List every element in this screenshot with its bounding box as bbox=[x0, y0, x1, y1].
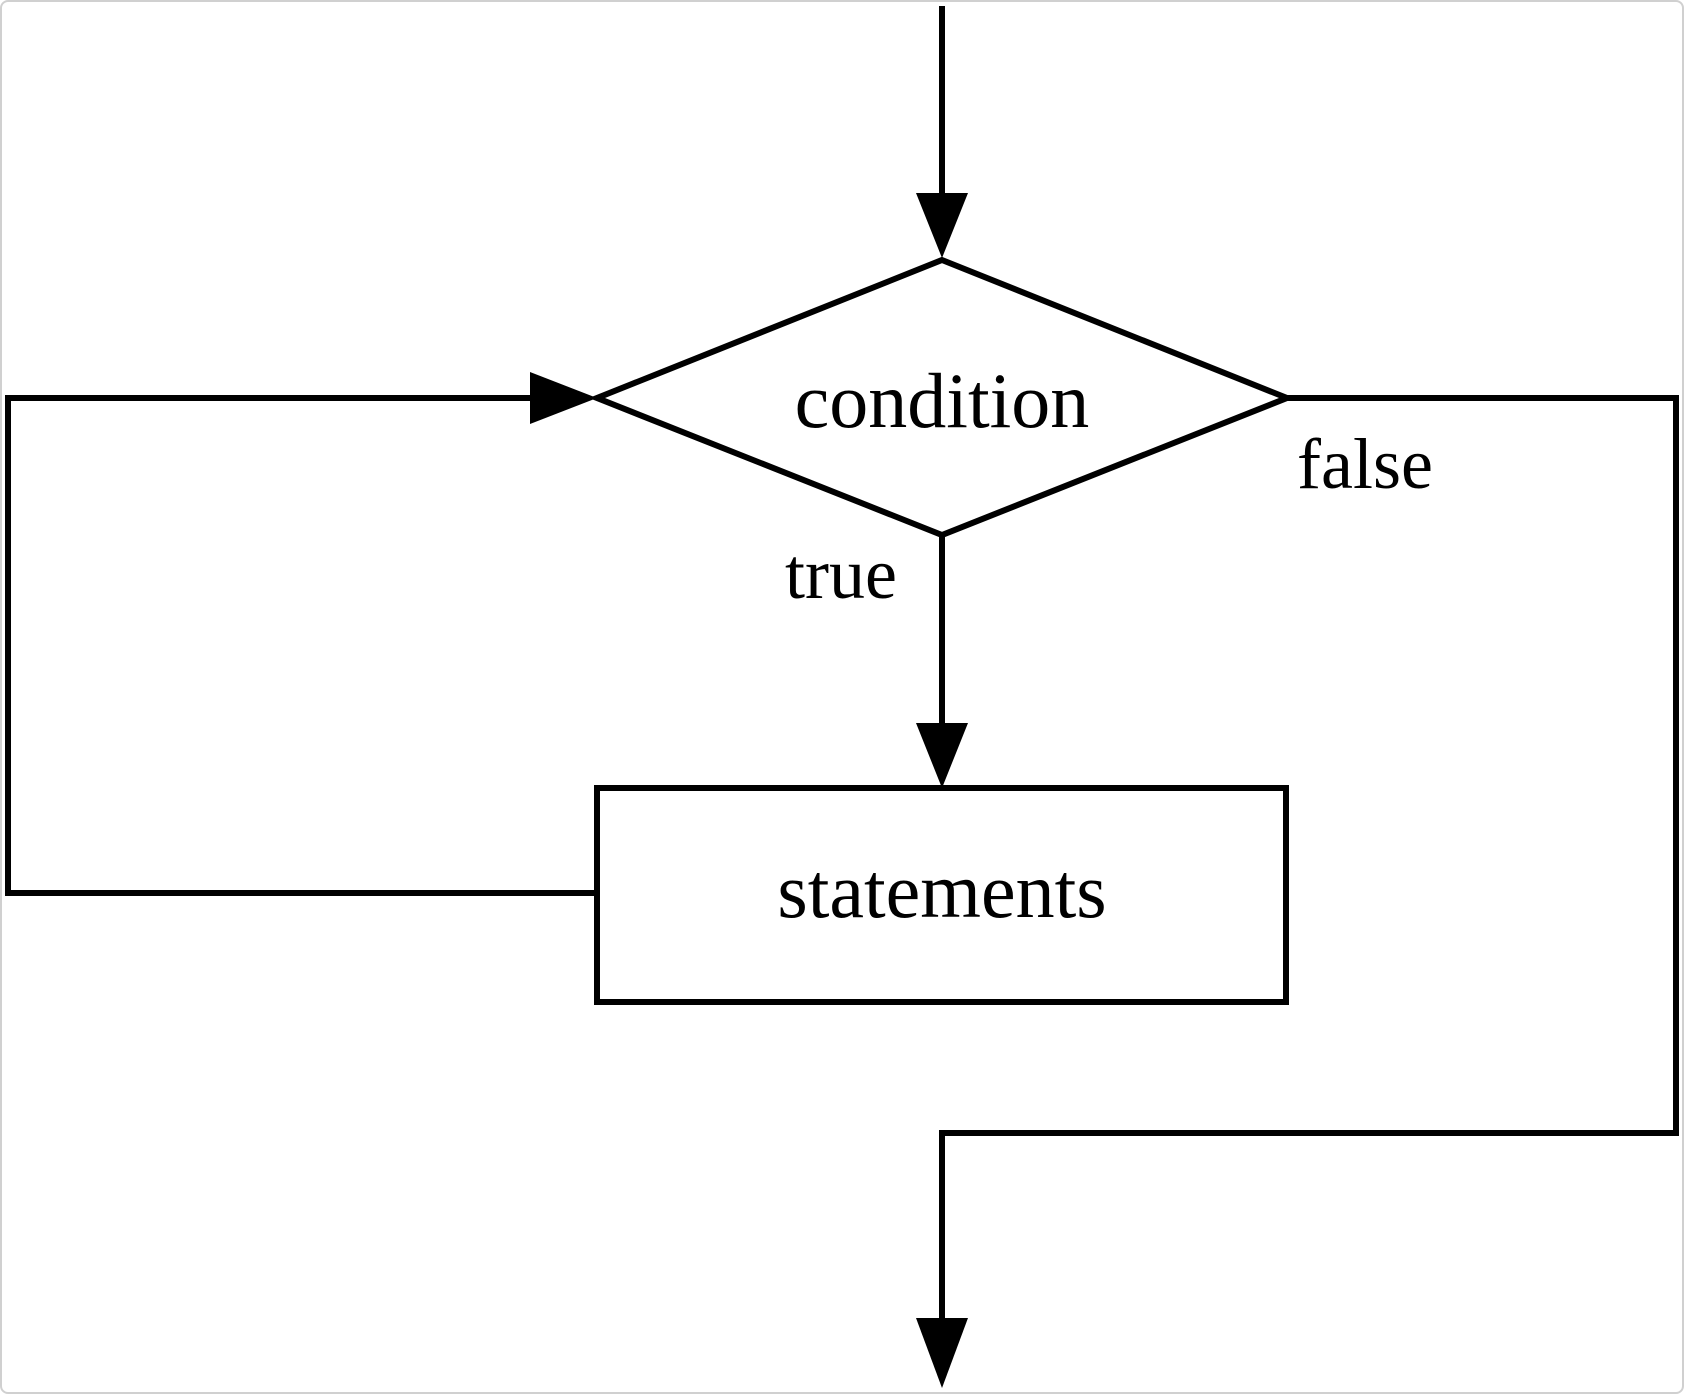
exit-arrowhead bbox=[916, 1318, 968, 1388]
decision-label: condition bbox=[795, 357, 1090, 444]
true-arrowhead bbox=[916, 723, 968, 788]
loop-arrowhead bbox=[530, 372, 597, 424]
entry-arrowhead bbox=[916, 193, 968, 258]
false-label: false bbox=[1297, 424, 1433, 504]
process-label: statements bbox=[777, 847, 1106, 934]
true-label: true bbox=[785, 534, 897, 614]
loop-back-connector bbox=[5, 395, 597, 896]
false-connector bbox=[939, 395, 1679, 1320]
